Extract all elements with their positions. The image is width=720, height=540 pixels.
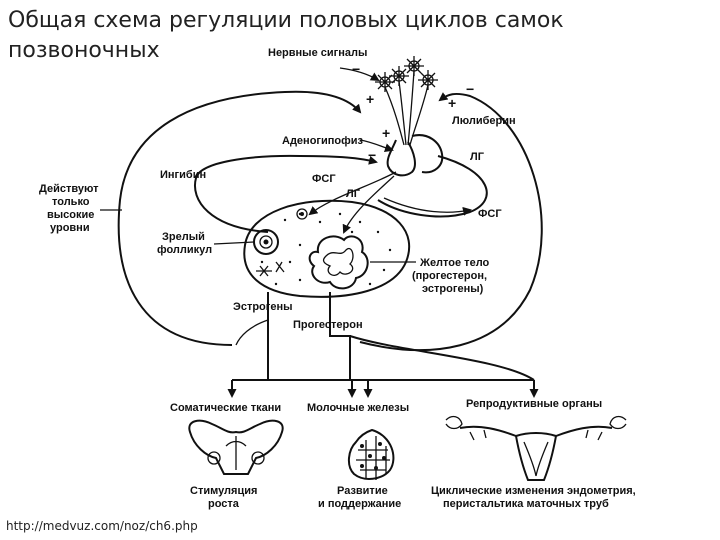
label-somatic-tissues: Соматические ткани xyxy=(170,402,281,414)
label-lh-right: ЛГ xyxy=(470,151,485,163)
slide-title-line-1: Общая схема регуляции половых циклов сам… xyxy=(8,8,564,33)
sign-plus-feedback: + xyxy=(448,95,456,111)
label-progesterone: Прогестерон xyxy=(293,319,363,331)
sign-minus-adeno: − xyxy=(368,147,376,163)
label-high-levels-2: только xyxy=(52,196,90,208)
label-high-levels-1: Действуют xyxy=(39,183,99,195)
small-follicle-inner xyxy=(300,212,304,216)
label-cyclic-1: Циклические изменения эндометрия, xyxy=(431,485,636,497)
sign-plus-adeno: + xyxy=(382,125,390,141)
loop-inhibin xyxy=(194,154,378,233)
label-mammary-glands: Молочные железы xyxy=(307,402,409,414)
label-growth-2: роста xyxy=(208,498,240,510)
arrow-fsh-right xyxy=(383,197,472,216)
sign-minus-nerve: − xyxy=(352,61,360,77)
loop-progesterone-feedback xyxy=(359,92,543,352)
sign-plus-nerve: + xyxy=(366,91,374,107)
ovary-dots xyxy=(260,212,392,286)
label-adenohypophysis: Аденогипофиз xyxy=(282,135,364,147)
label-fsh-center: ФСГ xyxy=(312,173,336,185)
label-high-levels-3: высокие xyxy=(47,209,94,221)
ovary xyxy=(243,199,411,298)
label-growth-1: Стимуляция xyxy=(190,485,257,497)
slide-title-line-2: позвоночных xyxy=(8,38,160,63)
label-estrogens: Эстрогены xyxy=(233,301,293,313)
slide-title: Общая схема регуляции половых циклов сам… xyxy=(8,6,608,66)
mammary-illustration xyxy=(348,428,395,480)
label-mature-follicle-2: фолликул xyxy=(157,244,212,256)
label-lh-center: ЛГ xyxy=(346,188,361,200)
mature-follicle xyxy=(253,229,279,255)
label-mature-follicle-1: Зрелый xyxy=(162,231,205,243)
label-luliberin: Люлиберин xyxy=(452,115,516,127)
label-fsh-right: ФСГ xyxy=(478,208,502,220)
label-nerve-signals: Нервные сигналы xyxy=(268,47,367,59)
neuron-star-1 xyxy=(375,72,395,92)
source-url: http://medvuz.com/noz/ch6.php xyxy=(6,519,198,533)
label-high-levels-4: уровни xyxy=(50,222,90,234)
line-progesterone-to-bus xyxy=(349,335,535,381)
label-inhibin: Ингибин xyxy=(160,169,206,181)
pituitary-gland xyxy=(386,134,444,177)
arrow-to-adenohypophysis xyxy=(359,139,394,153)
loop-right-fsh-lh xyxy=(377,155,488,218)
line-progesterone-down xyxy=(329,292,351,380)
label-development-2: и поддержание xyxy=(318,498,401,510)
uterus-illustration xyxy=(445,415,627,481)
label-corpus-luteum-2: (прогестерон, xyxy=(412,270,487,282)
corpus-luteum xyxy=(308,235,369,290)
ovulation-burst xyxy=(256,261,285,277)
label-reproductive-organs: Репродуктивные органы xyxy=(466,398,602,410)
line-fsh-to-ovary xyxy=(308,171,397,216)
arrow-nerve-signals-input xyxy=(339,67,380,82)
label-cyclic-2: перистальтика маточных труб xyxy=(443,498,609,510)
label-development-1: Развитие xyxy=(337,485,388,497)
hypothalamus-neurons xyxy=(375,56,438,146)
sign-minus-feedback: − xyxy=(466,81,474,97)
pelvis-illustration xyxy=(188,419,284,475)
label-corpus-luteum-3: эстрогены) xyxy=(422,283,484,295)
line-estrogen-to-loop xyxy=(235,319,269,346)
small-follicle xyxy=(296,208,308,220)
neuron-axons xyxy=(384,70,429,146)
label-corpus-luteum-1: Желтое тело xyxy=(419,257,490,269)
pointer-mature-follicle xyxy=(213,241,255,245)
loop-estrogen-high-levels xyxy=(117,90,362,346)
